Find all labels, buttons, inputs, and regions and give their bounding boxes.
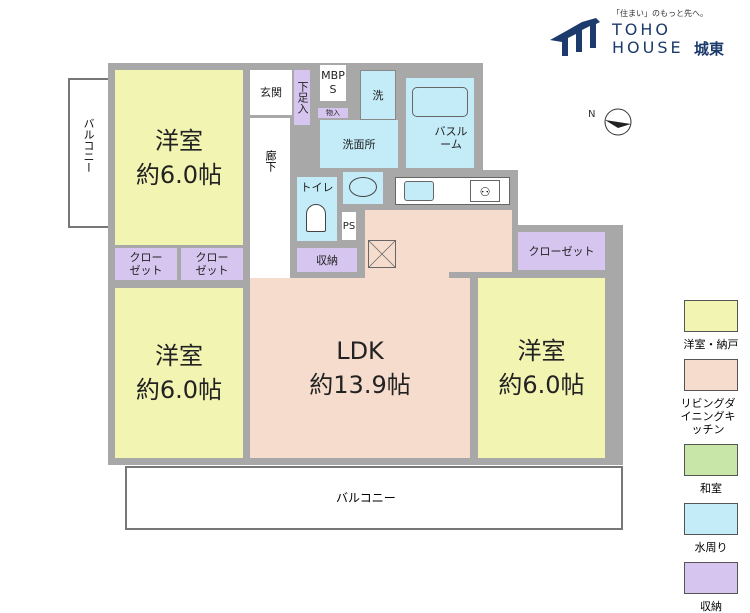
bathtub — [412, 87, 468, 117]
closet-2: クローゼット — [181, 248, 243, 280]
legend-item: 収納 — [676, 562, 750, 613]
washroom: 洗面所 — [320, 120, 398, 168]
shoe-cabinet: 下足入 — [294, 70, 310, 125]
closet-1: クローゼット — [115, 248, 177, 280]
legend-label: 和室 — [700, 482, 722, 495]
legend-swatch — [684, 562, 738, 594]
logo-tagline: 「住まい」のもっと先へ。 — [612, 9, 708, 18]
corridor-label: 廊下 — [264, 150, 277, 172]
legend-item: 和室 — [676, 444, 750, 495]
legend-label: 洋室・納戸 — [683, 338, 739, 351]
balcony-left-label: バルコニー — [82, 118, 95, 173]
room-name: 洋室 — [154, 126, 203, 155]
room-name: LDK — [336, 337, 384, 365]
legend-label: 収納 — [700, 600, 722, 613]
balcony-bottom — [125, 466, 623, 530]
ps: PS — [342, 212, 356, 240]
pantry-box — [368, 240, 396, 268]
compass-north-icon: N — [588, 108, 632, 136]
room-western-bottom-left: 洋室約6.0帖 — [115, 288, 243, 458]
logo-line2: HOUSE — [612, 38, 684, 57]
room-name: 洋室 — [517, 337, 566, 365]
storage-small: 物入 — [318, 108, 348, 118]
kitchen-sink — [404, 181, 434, 201]
entrance: 玄関 — [250, 70, 292, 115]
closet-3: クローゼット — [518, 232, 605, 270]
room-western-right: 洋室約6.0帖 — [478, 278, 605, 458]
toilet-label: トイレ — [300, 181, 334, 194]
bath-label: バスルーム — [434, 125, 468, 151]
legend-item: リビングダイニングキッチン — [676, 359, 750, 436]
stove-icon: ⚇ — [470, 180, 500, 202]
legend-swatch — [684, 444, 738, 476]
legend-swatch — [684, 359, 738, 391]
storage: 収納 — [297, 248, 357, 272]
room-size: 約6.0帖 — [498, 371, 585, 399]
room-western-top-left: 洋室約6.0帖 — [115, 70, 243, 245]
legend-swatch — [684, 503, 738, 535]
logo-line1: TOHO — [612, 20, 671, 39]
room-size: 約6.0帖 — [135, 376, 223, 404]
legend-label: 水周り — [694, 541, 728, 554]
legend: 洋室・納戸 リビングダイニングキッチン 和室 水周り 収納 — [676, 300, 750, 613]
washbasin-bowl — [349, 177, 377, 197]
balcony-bottom-label: バルコニー — [336, 491, 396, 505]
logo-branch: 城東 — [694, 40, 725, 58]
corridor — [250, 118, 290, 278]
legend-label: リビングダイニングキッチン — [680, 397, 736, 436]
room-size: 約6.0帖 — [135, 160, 223, 189]
washer-space: 洗 — [360, 70, 396, 120]
legend-swatch — [684, 300, 738, 332]
ldk-middle — [365, 270, 449, 280]
room-name: 洋室 — [154, 342, 203, 370]
legend-item: 水周り — [676, 503, 750, 554]
floor-plan: バルコニー バルコニー 廊下 洋室約6.0帖 クローゼット クローゼット 洋室約… — [68, 63, 632, 530]
balcony-left — [68, 78, 110, 228]
svg-text:N: N — [588, 109, 595, 120]
room-ldk: LDK 約13.9帖 — [250, 278, 470, 458]
room-size: 約13.9帖 — [309, 371, 411, 399]
mbps: MBPS — [320, 65, 346, 101]
toilet-bowl-icon — [306, 204, 326, 232]
logo-mark-icon — [550, 18, 600, 56]
logo: 「住まい」のもっと先へ。 TOHO HOUSE 城東 — [548, 8, 748, 58]
legend-item: 洋室・納戸 — [676, 300, 750, 351]
